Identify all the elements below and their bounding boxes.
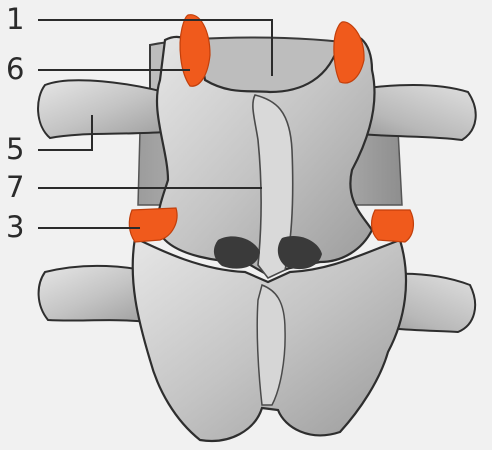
label-7: 7 — [6, 173, 24, 202]
label-6: 6 — [6, 55, 24, 84]
right-inferior-articular-facet — [372, 210, 414, 242]
label-1: 1 — [6, 5, 24, 34]
label-3: 3 — [6, 213, 24, 242]
label-5: 5 — [6, 135, 24, 164]
